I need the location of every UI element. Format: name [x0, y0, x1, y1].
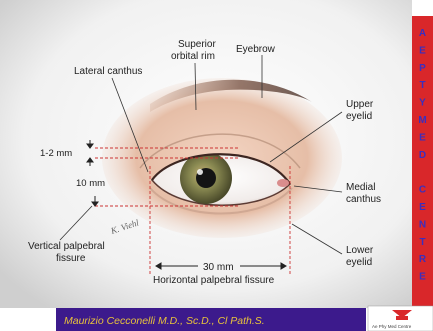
sidebar-letter: E [419, 272, 426, 283]
label-upper-eyelid-1: Upper [346, 99, 374, 110]
centre-logo: Ae Phy Med Centre [368, 306, 433, 331]
label-10-mm: 10 mm [76, 178, 105, 189]
sidebar-letter: P [419, 63, 426, 74]
label-medial-canthus-2: canthus [346, 194, 381, 205]
sidebar-letter: E [419, 45, 426, 56]
caruncle [277, 179, 289, 187]
sidebar-letter: Y [419, 98, 426, 109]
label-superior-rim-2: orbital rim [171, 51, 215, 62]
label-30-mm: 30 mm [203, 262, 234, 273]
sidebar-letter: M [418, 115, 426, 126]
label-vertical-fissure-1: Vertical palpebral [28, 241, 105, 252]
sidebar-letter: N [419, 219, 426, 230]
label-lower-eyelid-2: eyelid [346, 257, 372, 268]
label-horizontal-fissure: Horizontal palpebral fissure [153, 275, 275, 286]
sidebar-letter: T [419, 80, 425, 91]
label-superior-rim-1: Superior [178, 39, 216, 50]
label-medial-canthus-1: Medial [346, 182, 375, 193]
label-lower-eyelid-1: Lower [346, 245, 374, 256]
sidebar-letter: A [419, 28, 426, 39]
label-lateral-canthus: Lateral canthus [74, 66, 142, 77]
footer-author: Maurizio Cecconelli M.D., Sc.D., Cl Path… [64, 315, 265, 327]
sidebar-letter: C [419, 185, 426, 196]
label-vertical-fissure-2: fissure [56, 253, 86, 264]
label-upper-eyelid-2: eyelid [346, 111, 372, 122]
sidebar-letter: E [419, 132, 426, 143]
logo-caption: Ae Phy Med Centre [372, 324, 412, 329]
pupil-highlight [197, 169, 203, 175]
sidebar-letter: D [419, 150, 426, 161]
label-eyebrow: Eyebrow [236, 44, 276, 55]
sidebar-letter: T [419, 237, 425, 248]
label-1-2-mm: 1-2 mm [40, 148, 72, 159]
sidebar-letter: R [419, 254, 427, 265]
sidebar-letter: E [419, 202, 426, 213]
